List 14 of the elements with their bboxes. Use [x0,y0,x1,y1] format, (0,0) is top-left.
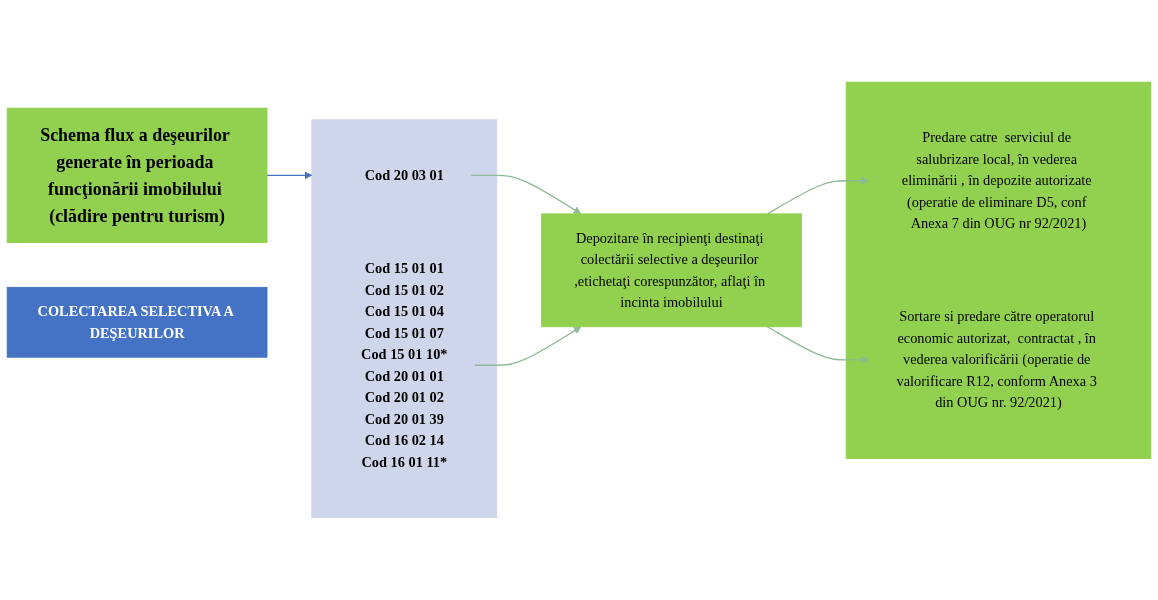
arrow [766,176,869,215]
cluster [845,81,1152,459]
cluster [311,119,498,519]
node-box: Depozitare în recipienţi destinaţi colectării selective a deşeurilor ,etichetaţi corespunzător, aflaţi în incinta imobilului [541,213,802,328]
node-text: Sortare si predare către operatorul economic autorizat, contractat , în vederea valorificării (operatie de valorificare R12, conform Anexa 3 din OUG nr. 92/2021) [896,308,1097,411]
node-box: Schema flux a deşeurilor generate în perioada funcţionării imobilului (clădire pentru turism) [6,107,268,244]
node-text: Cod 20 03 01 [364,167,444,183]
arrow [470,174,582,215]
node-text: Predare catre serviciul de salubrizare local, în vederea eliminării , în depozite autorizate (operatie de eliminare D5, conf Anexa 7 din OUG nr 92/2021) [901,129,1092,231]
arrow [766,326,869,364]
node-box: COLECTAREA SELECTIVA A DEŞEURILOR [6,287,268,358]
arrow [473,326,582,367]
arrow [266,171,313,180]
node-text: Cod 15 01 01 Cod 15 01 02 Cod 15 01 04 Cod 15 01 07 Cod 15 01 10* Cod 20 01 01 Cod 20 01 02 Cod 20 01 39 Cod 16 02 14 Cod 16 01 11* [361,260,448,470]
